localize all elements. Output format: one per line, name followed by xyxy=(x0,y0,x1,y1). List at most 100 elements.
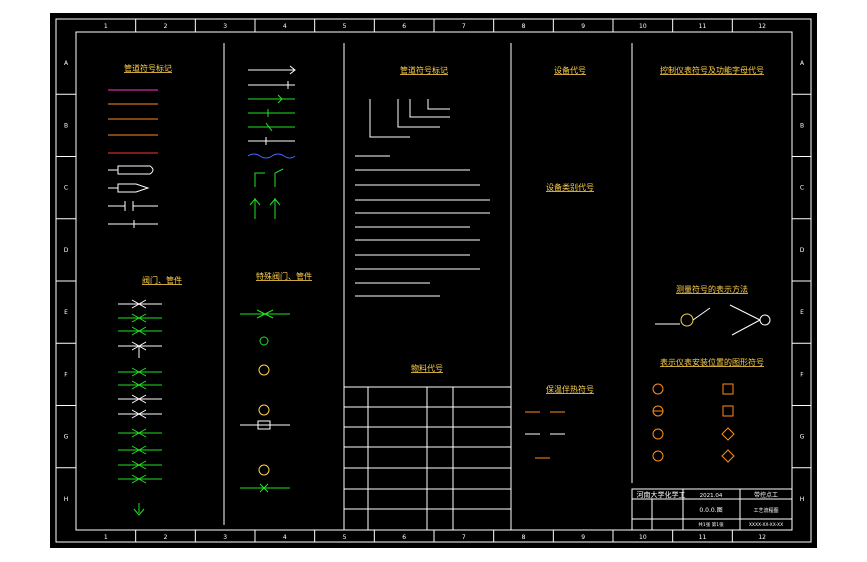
mount-symbol xyxy=(722,383,734,395)
title-equipment-code: 设备代号 xyxy=(554,65,586,75)
pipe-symbol xyxy=(108,165,154,175)
grid-row-label: E xyxy=(64,309,68,316)
mount-symbol xyxy=(652,383,664,395)
grid-row-label: G xyxy=(64,434,69,441)
valve-symbol xyxy=(118,313,162,323)
code-bracket xyxy=(409,99,450,118)
title-block-sheet: 带控点工 xyxy=(754,491,778,499)
special-valve xyxy=(258,464,270,476)
title-pipe-code: 管道符号标记 xyxy=(400,65,448,75)
grid-row-label: H xyxy=(64,496,69,503)
valve-symbol xyxy=(118,460,162,470)
title-pipe-symbols: 管道符号标记 xyxy=(124,63,172,73)
insulation-list xyxy=(525,411,565,459)
grid-row-label: C xyxy=(800,185,804,192)
special-valve xyxy=(258,404,270,416)
title-equipment-category: 设备类别代号 xyxy=(546,182,594,192)
mount-symbol xyxy=(721,427,735,441)
fitting-symbol xyxy=(247,153,296,159)
title-block-project: 0.0.0.图 xyxy=(699,507,722,514)
special-valve-list xyxy=(240,309,290,493)
fitting-symbol xyxy=(248,81,295,89)
grid-column-label: 3 xyxy=(223,23,227,30)
title-instrument-mounting: 表示仪表安装位置的图形符号 xyxy=(660,357,764,367)
grid-column-label: 4 xyxy=(283,23,287,30)
title-block-sheet-no: 共1张 第1张 xyxy=(698,521,724,528)
special-valve xyxy=(240,420,290,430)
grid-column-label: 9 xyxy=(581,23,585,30)
grid-column-label: 10 xyxy=(639,534,647,541)
fitting-symbol xyxy=(248,122,295,132)
title-special-valves: 特殊阀门、管件 xyxy=(256,271,312,281)
valve-symbol xyxy=(118,409,162,419)
grid-row-label: F xyxy=(64,371,68,378)
title-instrument-display: 测量符号的表示方法 xyxy=(676,284,748,294)
grid-row-label: B xyxy=(800,122,804,129)
fitting-symbol xyxy=(248,137,295,145)
title-block-date: 2021.04 xyxy=(700,493,723,499)
title-block-drawing-no: XXXX-XX-XX-XX xyxy=(749,522,783,528)
mount-symbol xyxy=(722,405,734,417)
reducer-symbol xyxy=(254,168,284,187)
mount-symbol xyxy=(652,428,664,440)
title-material-code: 物料代号 xyxy=(411,363,443,373)
valve-symbol-list xyxy=(118,299,162,516)
grid-column-label: 5 xyxy=(343,23,347,30)
grid-row-label: E xyxy=(800,309,804,316)
valve-symbol xyxy=(133,503,145,516)
instrument-bubble xyxy=(680,313,694,327)
pipe-symbol xyxy=(108,183,150,193)
mount-symbol xyxy=(721,449,735,463)
instrument-display xyxy=(655,304,771,336)
pipe-code-text-lines xyxy=(355,155,490,297)
pipe-fitting-list xyxy=(247,65,296,219)
instrument-leader xyxy=(729,304,761,336)
code-bracket xyxy=(369,99,410,138)
instrument-bubble xyxy=(759,314,771,326)
special-valve xyxy=(258,364,270,376)
title-block-drawing-name: 工艺流程图 xyxy=(753,507,778,514)
valve-symbol xyxy=(118,380,162,390)
grid-column-label: 11 xyxy=(699,534,707,541)
grid-row-label: G xyxy=(800,434,805,441)
title-block xyxy=(631,488,793,531)
grid-row-label: C xyxy=(64,185,68,192)
title-control-instrument: 控制仪表符号及功能字母代号 xyxy=(660,65,764,75)
grid-column-label: 12 xyxy=(758,534,766,541)
grid-column-label: 8 xyxy=(522,23,526,30)
grid-column-label: 11 xyxy=(699,23,707,30)
grid-row-label: D xyxy=(64,247,69,254)
code-bracket xyxy=(397,99,440,128)
title-valves-fittings: 阀门、管件 xyxy=(142,275,182,285)
valve-symbol xyxy=(118,428,162,438)
pipe-symbol xyxy=(108,201,158,211)
pipe-symbol xyxy=(108,220,158,228)
instrument-leader xyxy=(655,307,711,325)
special-valve xyxy=(259,336,269,346)
grid-column-label: 3 xyxy=(223,534,227,541)
grid-column-label: 2 xyxy=(164,534,168,541)
tee-symbol xyxy=(249,198,281,219)
fitting-symbol xyxy=(248,65,296,75)
grid-row-label: A xyxy=(64,60,69,67)
code-bracket xyxy=(427,99,450,110)
valve-symbol xyxy=(118,474,162,484)
grid-column-label: 1 xyxy=(104,23,108,30)
fitting-symbol xyxy=(248,109,295,117)
title-insulation: 保温伴热符号 xyxy=(546,384,594,394)
grid-column-label: 5 xyxy=(343,534,347,541)
grid-column-label: 7 xyxy=(462,534,466,541)
instrument-mounting xyxy=(652,383,735,463)
special-valve xyxy=(240,483,290,493)
grid-column-label: 4 xyxy=(283,534,287,541)
grid-column-label: 10 xyxy=(639,23,647,30)
valve-symbol xyxy=(118,445,162,455)
grid-row-label: H xyxy=(800,496,805,503)
fitting-symbol xyxy=(248,94,295,104)
grid-column-label: 6 xyxy=(402,23,406,30)
grid-column-label: 9 xyxy=(581,534,585,541)
mount-symbol xyxy=(652,450,664,462)
